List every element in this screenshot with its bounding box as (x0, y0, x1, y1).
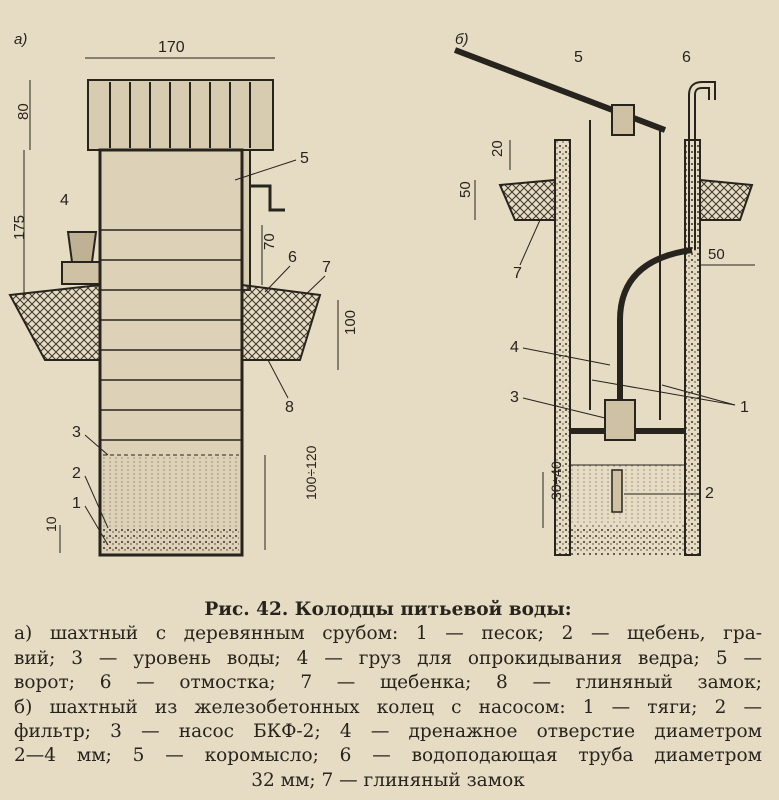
concrete-ring-left (554, 139, 571, 556)
caption-title: Рис. 42. Колодцы питьевой воды: (204, 599, 572, 620)
callout-6: 6 (682, 49, 691, 66)
dim-frame-height: 175 (11, 215, 28, 240)
callout-3: 3 (510, 389, 519, 406)
callout-8: 8 (285, 399, 294, 416)
callout-6: 6 (288, 249, 297, 266)
callout-5: 5 (300, 150, 309, 167)
callout-4: 4 (510, 339, 519, 356)
figure-a-wooden-well: а) 170 80 175 (8, 31, 359, 557)
dim-water-depth: 100÷120 (303, 445, 319, 500)
figure-b-concrete-well: б) 20 50 50 30÷40 5 6 7 (453, 31, 755, 556)
dim-width: 170 (158, 39, 185, 56)
panel-label-b: б) (455, 31, 468, 48)
caption-line: 32 мм; 7 — глиняный замок (251, 769, 525, 791)
callout-7: 7 (322, 259, 331, 276)
caption-line: вий; 3 — уровень воды; 4 — груз для опро… (14, 647, 762, 669)
dim-clay-depth: 50 (457, 181, 474, 198)
caption-line: 2—4 мм; 5 — коромысло; 6 — водоподающая … (14, 745, 762, 767)
panel-label-a: а) (14, 31, 27, 48)
caption-line: фильтр; 3 — насос БКФ-2; 4 — дренажное о… (14, 721, 762, 743)
concrete-ring-right (684, 139, 701, 556)
dim-sand-layer: 10 (43, 516, 59, 532)
windlass-drum-housing (87, 79, 274, 151)
caption-line: б) шахтный из железобетонных колец с нас… (14, 696, 762, 718)
pump (604, 399, 636, 441)
callout-5: 5 (574, 49, 583, 66)
dim-top-height: 80 (15, 103, 32, 120)
caption-line: ворот; 6 — отмостка; 7 — щебенка; 8 — гл… (14, 672, 762, 694)
callout-3: 3 (72, 424, 81, 441)
dim-clay-depth: 100 (342, 310, 359, 335)
filter (611, 469, 623, 513)
dim-top: 20 (489, 140, 506, 157)
clay-lock-right (241, 283, 322, 361)
dim-ring-height: 70 (261, 233, 278, 250)
callout-1: 1 (72, 495, 81, 512)
callout-2: 2 (72, 465, 81, 482)
dim-filter-depth: 30÷40 (548, 461, 564, 500)
clay-lock-left (498, 178, 556, 221)
caption-line: а) шахтный с деревянным срубом: 1 — песо… (14, 623, 762, 645)
dim-clay-width: 50 (708, 246, 725, 263)
gravel-layer (103, 527, 239, 553)
figure-caption: Рис. 42. Колодцы питьевой воды: а) шахтн… (14, 598, 762, 793)
callout-2: 2 (705, 485, 714, 502)
callout-4: 4 (60, 192, 69, 209)
well-diagrams: а) 170 80 175 (8, 31, 755, 557)
clay-lock-left (8, 283, 101, 361)
callout-7: 7 (513, 265, 522, 282)
water-level (103, 455, 239, 527)
clay-lock-right (699, 178, 754, 221)
callout-1: 1 (740, 399, 749, 416)
